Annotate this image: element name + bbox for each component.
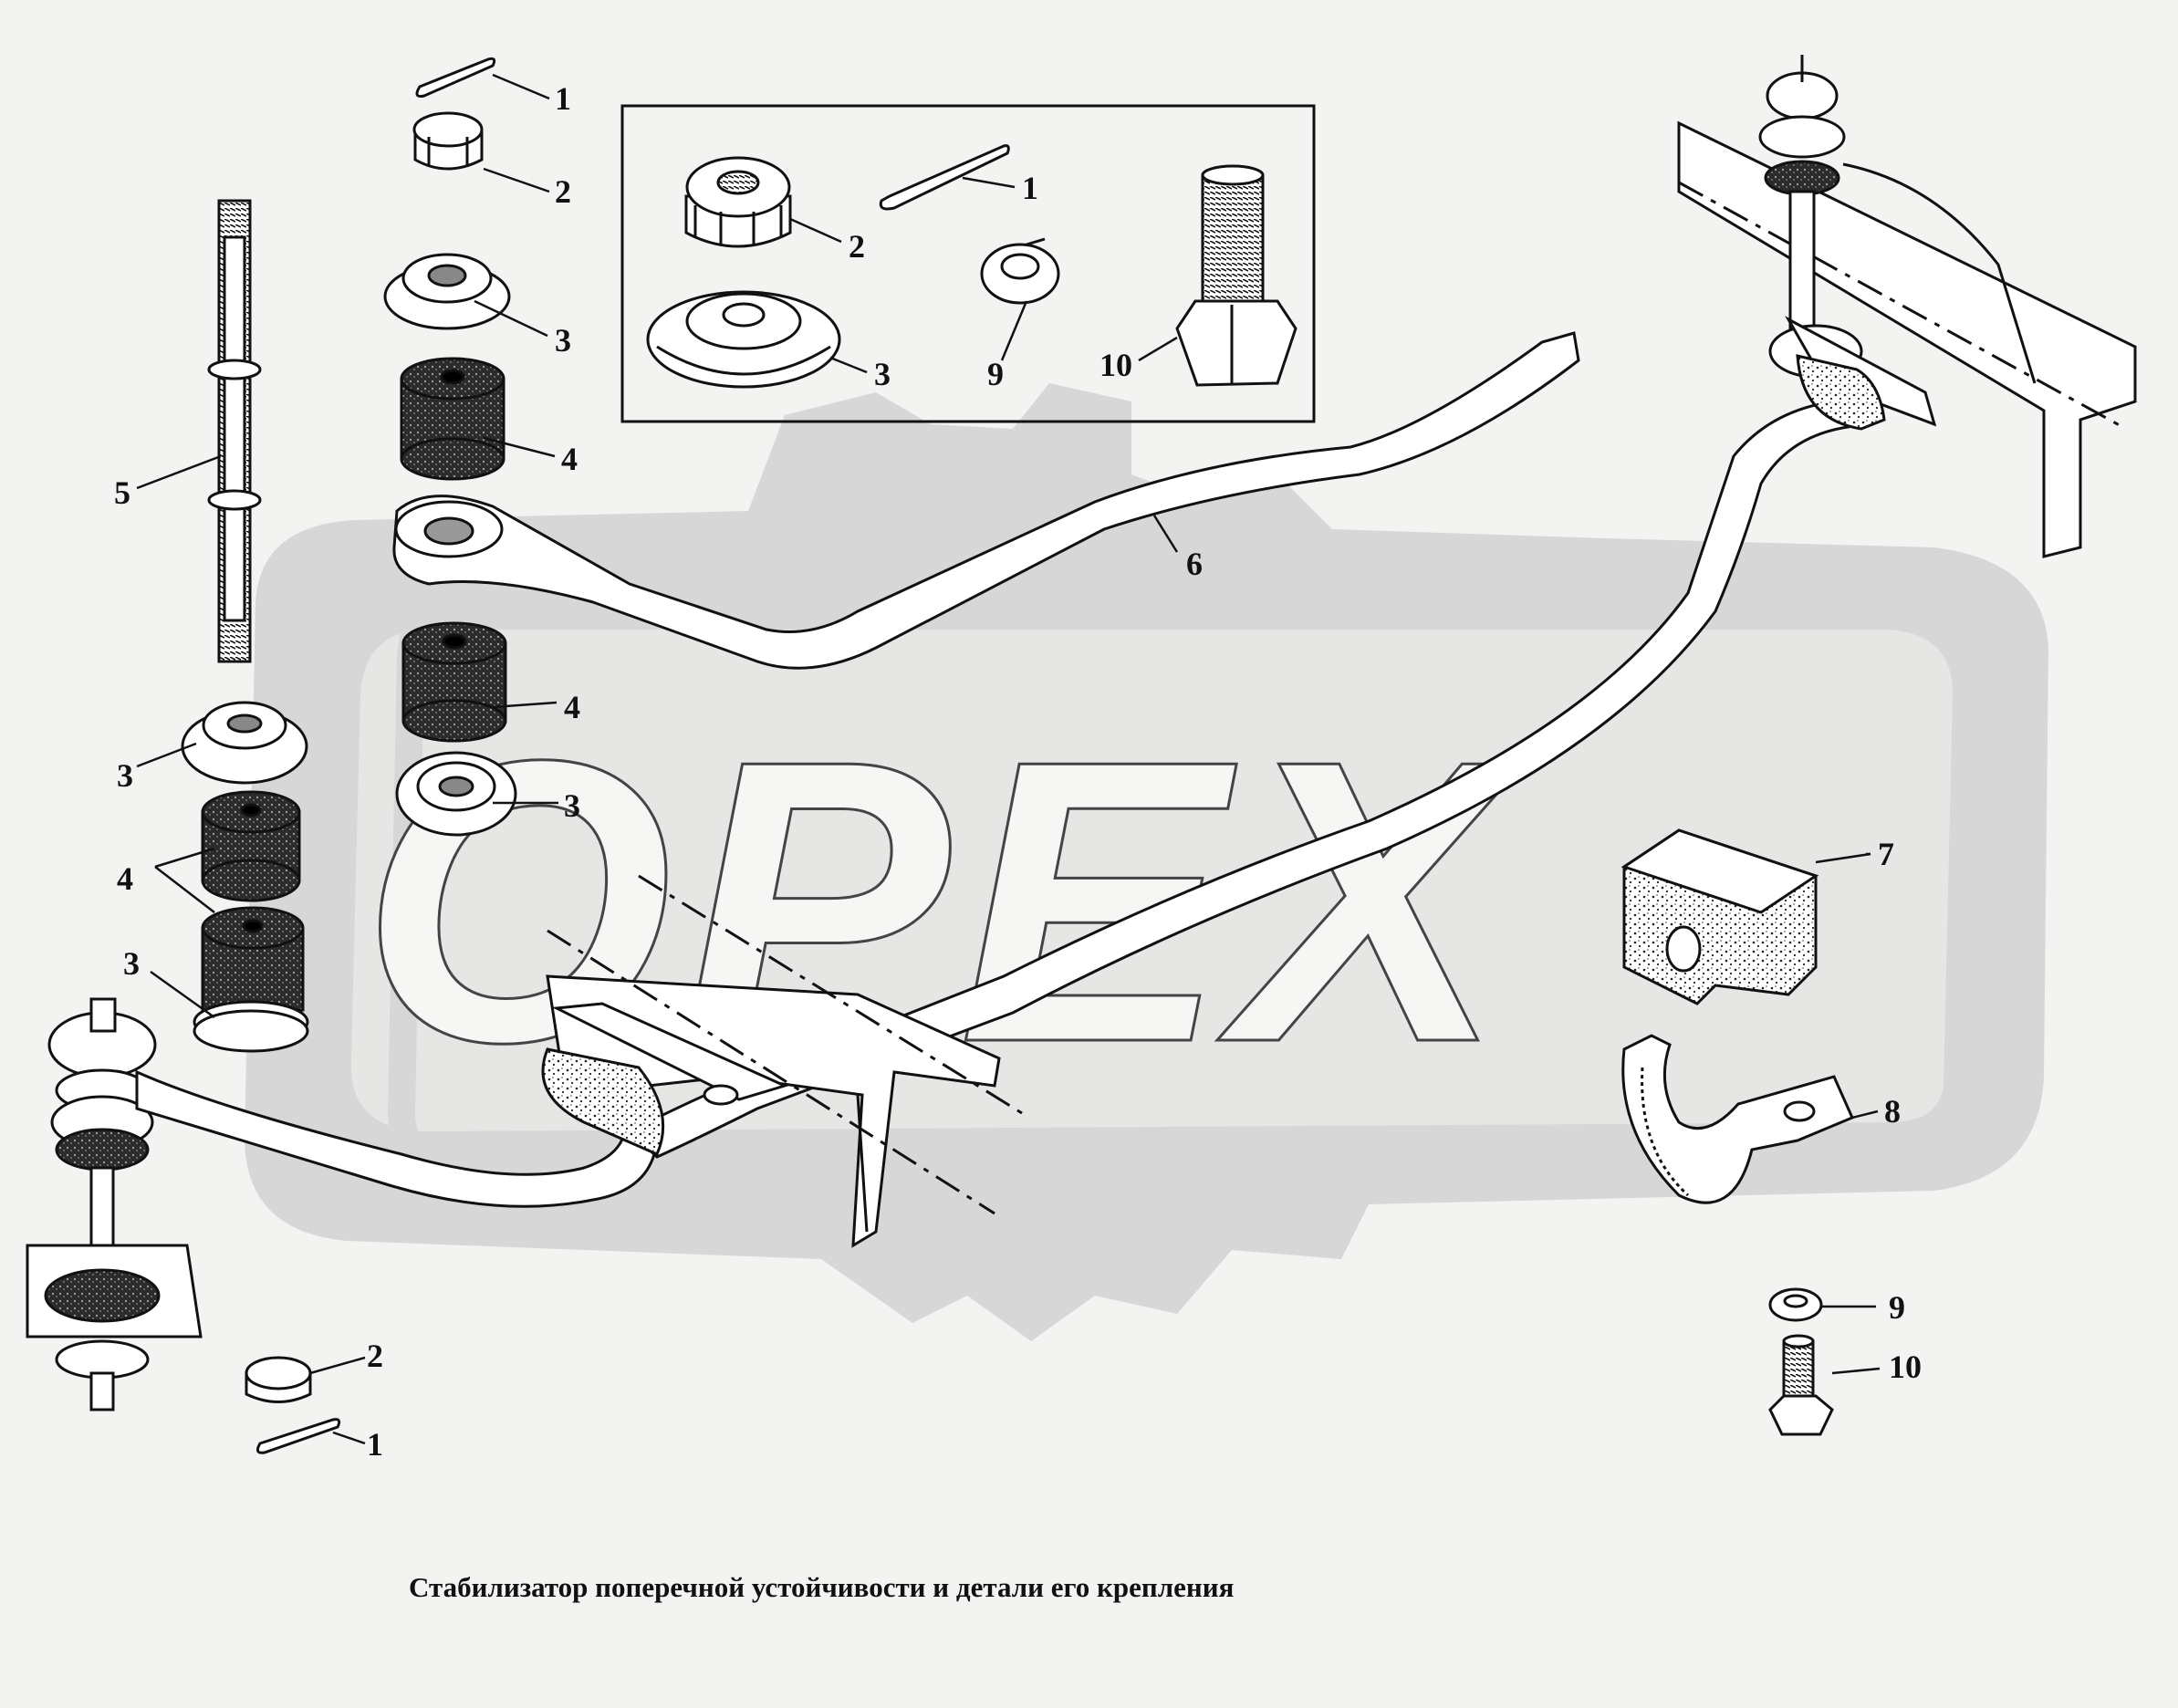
callout-mid-cushion: 4 xyxy=(564,689,580,725)
callout-stabilizer-bar: 6 xyxy=(1186,546,1203,582)
callout-bottom-castle-nut: 2 xyxy=(367,1338,383,1374)
stud xyxy=(207,199,262,663)
left-washer-top xyxy=(181,701,308,785)
callout-inset-cotter-pin: 1 xyxy=(1022,170,1038,206)
bracket xyxy=(1621,1034,1854,1204)
top-castle-nut xyxy=(412,111,484,171)
callout-inset-lock-washer: 9 xyxy=(987,356,1004,392)
callout-bracket: 8 xyxy=(1884,1093,1901,1130)
callout-inset-castle-nut: 2 xyxy=(849,228,865,265)
inset-bolt xyxy=(1175,164,1297,387)
callout-right-lock-washer: 9 xyxy=(1889,1289,1905,1326)
left-link-assembly xyxy=(26,997,203,1411)
callout-inset-bolt: 10 xyxy=(1099,347,1132,383)
top-cotter-pin xyxy=(415,57,496,98)
callout-left-washer-bottom: 3 xyxy=(123,945,140,982)
right-lock-washer xyxy=(1768,1287,1823,1322)
bottom-cotter-pin xyxy=(255,1418,341,1454)
callout-numbers: 1 2 3 4 5 6 1 2 3 9 10 4 3 3 4 3 7 8 2 1… xyxy=(114,80,1922,1463)
mid-cushion xyxy=(401,621,507,743)
callout-bottom-cotter-pin: 1 xyxy=(367,1426,383,1463)
top-washer xyxy=(383,253,511,330)
frame-bracket-right xyxy=(1677,55,2137,558)
left-washer-bottom xyxy=(193,1000,309,1053)
bottom-castle-nut xyxy=(245,1356,312,1403)
callout-stud: 5 xyxy=(114,474,130,511)
stabilizer-bar-exploded xyxy=(392,331,1580,670)
inset-cotter-pin xyxy=(879,144,1010,211)
bushing xyxy=(1620,828,1819,1005)
frame-bracket-left xyxy=(541,874,1023,1248)
callout-right-bolt: 10 xyxy=(1889,1349,1922,1385)
inset-box xyxy=(620,104,1316,423)
callout-top-cotter-pin: 1 xyxy=(555,80,571,117)
callout-left-cushions: 4 xyxy=(117,860,133,897)
callout-inset-washer: 3 xyxy=(874,356,891,392)
inset-washer xyxy=(646,290,841,389)
right-bolt xyxy=(1768,1334,1834,1436)
callout-bushing: 7 xyxy=(1878,836,1894,872)
inset-lock-washer xyxy=(980,237,1060,305)
callout-top-cushion: 4 xyxy=(561,441,578,477)
left-cushion-upper xyxy=(201,790,301,902)
left-cushion-lower xyxy=(201,906,305,1012)
mid-washer xyxy=(395,751,517,837)
callout-top-washer: 3 xyxy=(555,322,571,359)
diagram-caption: Стабилизатор поперечной устойчивости и д… xyxy=(409,1571,1235,1603)
callout-top-castle-nut: 2 xyxy=(555,173,571,210)
leader-lines xyxy=(136,73,1881,1445)
callout-left-washer-top: 3 xyxy=(117,757,133,794)
callout-mid-washer: 3 xyxy=(564,787,580,824)
top-cushion xyxy=(400,357,505,481)
inset-castle-nut xyxy=(684,156,792,248)
